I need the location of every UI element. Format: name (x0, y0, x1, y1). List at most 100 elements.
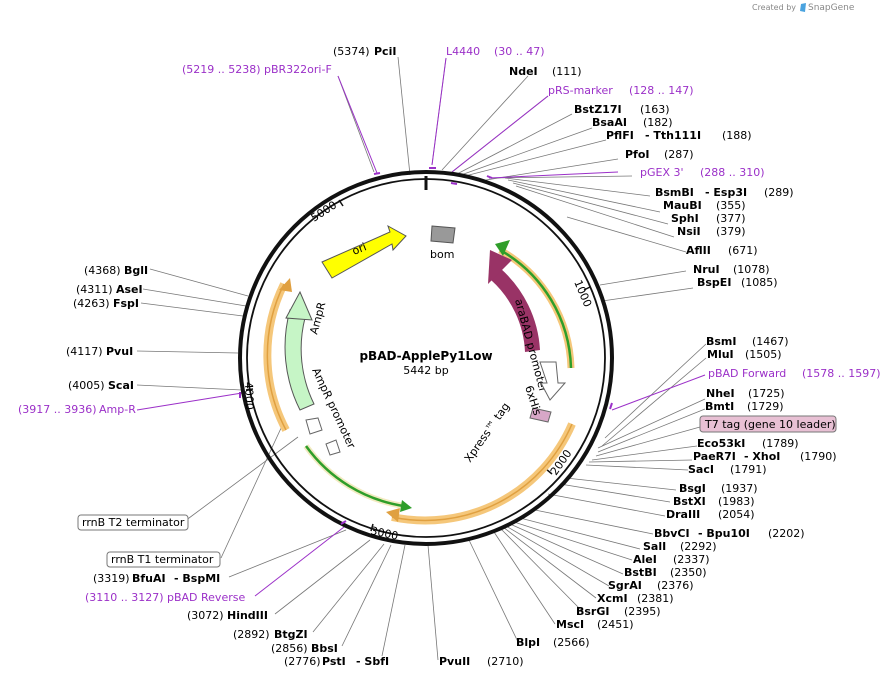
site-bstz17i-pos: (163) (640, 103, 670, 116)
site-bstxi: BstXI (673, 495, 706, 508)
primer-l4440: L4440 (446, 45, 480, 58)
site-hindiii-pos: (3072) (187, 609, 224, 622)
site-scai: ScaI (108, 379, 134, 392)
site-asei: AseI (116, 283, 143, 296)
site-sgrai: SgrAI (608, 579, 642, 592)
bom-label: bom (430, 248, 454, 261)
site-draiii: DraIII (666, 508, 700, 521)
gene-region-arc (391, 423, 573, 522)
site-paer7i-pos: (1790) (800, 450, 837, 463)
site-blpi: BlpI (516, 636, 540, 649)
credit-brand: SnapGene (808, 3, 855, 13)
ampr-promoter-arrow (325, 439, 341, 456)
primer-prs: pRS-marker (548, 84, 613, 97)
site-bstbi-pos: (2350) (670, 566, 707, 579)
site-mlui: MluI (707, 348, 734, 361)
site-sphi: SphI (671, 212, 699, 225)
bom-feature (430, 225, 456, 244)
rrnb-t2-box (77, 514, 189, 531)
site-pflfi-pos: (188) (722, 129, 752, 142)
promoter-white-arrow (539, 361, 567, 401)
site-bstxi-pos: (1983) (718, 495, 755, 508)
site-bgli-pos: (4368) (84, 264, 121, 277)
site-bbsi-pos: (2856) (271, 642, 308, 655)
primer-ampr: Amp-R (99, 403, 136, 416)
arabad-arrowhead (495, 240, 510, 256)
site-fspi-pos: (4263) (73, 297, 110, 310)
site-sphi-pos: (377) (716, 212, 746, 225)
site-pvui: PvuI (106, 345, 133, 358)
site-esp3i: - Esp3I (705, 186, 747, 199)
site-saci: SacI (688, 463, 714, 476)
primer-leaders (136, 57, 706, 597)
site-bsaai-pos: (182) (643, 116, 673, 129)
t7-tag-box (699, 415, 837, 433)
tick-1000: 1000 (571, 278, 594, 309)
ampr-label: AmpR (307, 300, 328, 335)
site-bspei-pos: (1085) (741, 276, 778, 289)
site-bspei: BspEI (697, 276, 731, 289)
site-btgzi: BtgZI (274, 628, 308, 641)
site-xcmi: XcmI (597, 592, 628, 605)
primer-pgex-pos: (288 .. 310) (700, 166, 765, 179)
site-sgrai-pos: (2376) (657, 579, 694, 592)
site-eco53ki-pos: (1789) (762, 437, 799, 450)
site-saci-pos: (1791) (730, 463, 767, 476)
site-bbsi: BbsI (311, 642, 338, 655)
rrnb-t1-box (106, 551, 221, 568)
site-paer7i: PaeR7I (693, 450, 736, 463)
site-maubi: MauBI (663, 199, 702, 212)
site-aflii: AflII (686, 244, 711, 257)
arac-feature (491, 268, 540, 352)
site-bmti: BmtI (705, 400, 734, 413)
site-bsgi: BsgI (679, 482, 706, 495)
site-pvui-pos: (4117) (66, 345, 103, 358)
site-bspmi: - BspMI (174, 572, 220, 585)
plasmid-name: pBAD-ApplePy1Low (359, 349, 492, 363)
site-nsii-pos: (379) (716, 225, 746, 238)
site-bsmbi-pos: (289) (764, 186, 794, 199)
site-bmti-pos: (1729) (747, 400, 784, 413)
site-mlui-pos: (1505) (745, 348, 782, 361)
site-bsmi: BsmI (706, 335, 737, 348)
site-ndei-pos: (111) (552, 65, 582, 78)
plasmid-length: 5442 bp (403, 364, 448, 377)
site-bsmbi: BsmBI (655, 186, 694, 199)
site-bbvci: BbvCI (654, 527, 690, 540)
site-nsii: NsiI (677, 225, 701, 238)
primer-l4440-pos: (30 .. 47) (494, 45, 545, 58)
site-msci-pos: (2451) (597, 618, 634, 631)
site-draiii-pos: (2054) (718, 508, 755, 521)
his-tag-box (529, 407, 552, 423)
ori-feature (321, 224, 407, 279)
site-bbvci-pos: (2202) (768, 527, 805, 540)
primer-pbad-forward: pBAD Forward (708, 367, 786, 380)
credit-prefix: Created by (752, 3, 796, 12)
ampr-outer-arc (266, 283, 287, 431)
site-bfuai: BfuAI (132, 572, 166, 585)
site-blpi-pos: (2566) (553, 636, 590, 649)
primer-prs-pos: (128 .. 147) (629, 84, 694, 97)
site-bsrgi-pos: (2395) (624, 605, 661, 618)
site-pflfi: PflFI (606, 129, 634, 142)
rrnb-arc (304, 445, 405, 508)
rrnb-arrowhead (400, 500, 412, 512)
site-pvuii-pos: (2710) (487, 655, 524, 668)
tick-3000: 3000 (369, 524, 399, 543)
site-fspi: FspI (113, 297, 139, 310)
site-sbfi: - SbfI (356, 655, 389, 668)
arac-arrowhead (488, 250, 512, 284)
site-ndei: NdeI (509, 65, 538, 78)
site-pcii-pos: (5374) (333, 45, 370, 58)
position-ticks (245, 199, 591, 532)
ori-label: ori (350, 240, 368, 257)
arabad-promoter-arrow (499, 248, 573, 369)
ampr-arrowhead (285, 290, 313, 321)
site-bstbi: BstBI (624, 566, 657, 579)
tick-4000: 4000 (242, 382, 256, 410)
primer-ampr-pos: (3917 .. 3936) (18, 403, 97, 416)
site-nrui-pos: (1078) (733, 263, 770, 276)
site-alei-pos: (2337) (673, 553, 710, 566)
site-nrui: NruI (693, 263, 720, 276)
